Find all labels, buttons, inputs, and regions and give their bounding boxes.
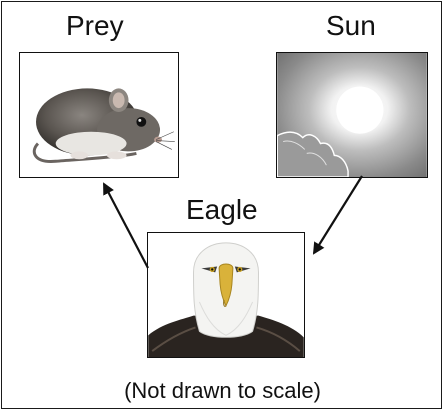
footnote: (Not drawn to scale) <box>124 378 321 403</box>
prey-label: Prey <box>66 10 124 41</box>
arrow-sun-to-eagle <box>312 175 363 255</box>
prey-image <box>19 52 179 178</box>
eagle-label: Eagle <box>186 194 258 225</box>
mouse-photo-icon <box>20 53 178 177</box>
eagle-image <box>147 232 305 358</box>
eagle-photo-icon <box>148 233 304 357</box>
sun-image <box>276 52 428 178</box>
sun-label: Sun <box>326 10 376 41</box>
sun-photo-icon <box>277 53 427 177</box>
arrow-eagle-to-prey <box>103 182 149 269</box>
